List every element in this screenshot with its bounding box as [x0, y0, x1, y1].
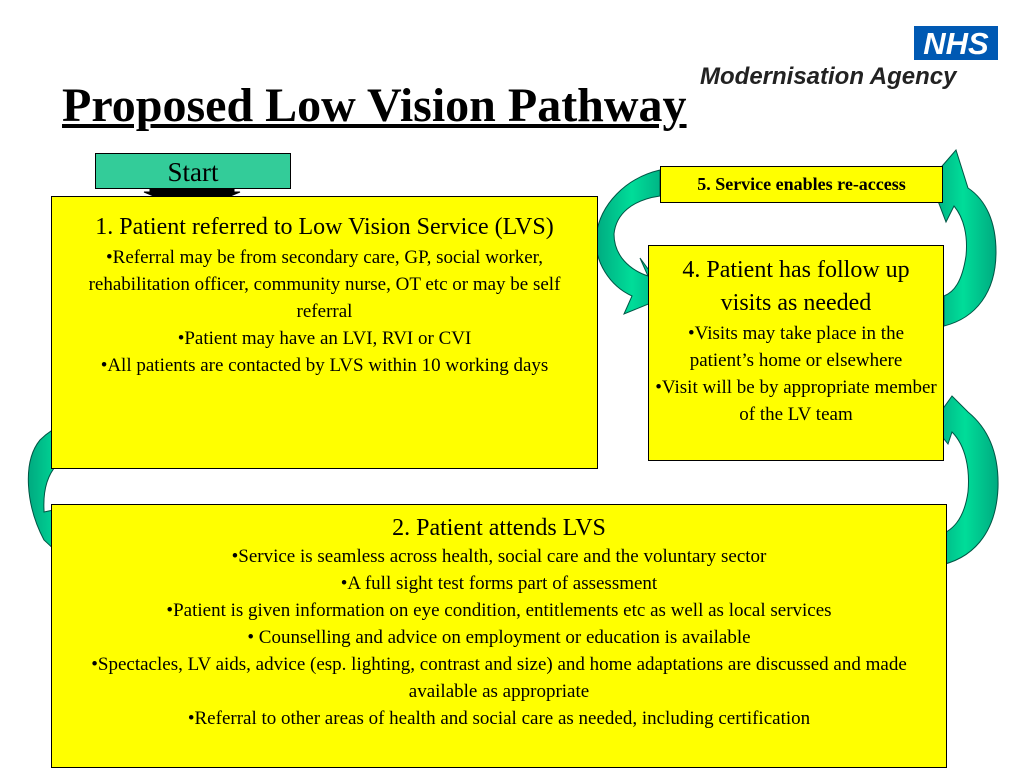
step-4-bullet: •Visit will be by appropriate member of … — [655, 377, 937, 425]
step-2-box: 2. Patient attends LVS •Service is seaml… — [51, 504, 947, 768]
step-4-bullet: •Visits may take place in the patient’s … — [687, 323, 905, 371]
step-2-bullet: • Counselling and advice on employment o… — [247, 627, 751, 648]
step-4-box: 4. Patient has follow up visits as neede… — [648, 245, 944, 461]
step-5-label: 5. Service enables re-access — [697, 174, 906, 194]
step-2-bullet: •Spectacles, LV aids, advice (esp. light… — [91, 654, 907, 702]
step-5-box: 5. Service enables re-access — [660, 166, 943, 203]
step-2-bullet: •Service is seamless across health, soci… — [231, 546, 767, 567]
step-1-heading: 1. Patient referred to Low Vision Servic… — [95, 214, 554, 240]
step-2-bullet: •Referral to other areas of health and s… — [187, 708, 811, 729]
step-2-heading: 2. Patient attends LVS — [392, 515, 606, 541]
step-1-bullet: •Referral may be from secondary care, GP… — [88, 247, 561, 322]
step-2-bullet: •A full sight test forms part of assessm… — [340, 573, 658, 594]
curved-arrow-2-to-4 — [931, 395, 999, 567]
start-box: Start — [95, 153, 291, 189]
nhs-logo-text: NHS — [923, 25, 989, 61]
step-2-bullet: •Patient is given information on eye con… — [166, 600, 832, 621]
step-1-box: 1. Patient referred to Low Vision Servic… — [51, 196, 598, 469]
step-1-bullet: •All patients are contacted by LVS withi… — [100, 355, 549, 376]
step-1-bullet: •Patient may have an LVI, RVI or CVI — [177, 328, 472, 349]
nhs-logo: NHS — [914, 26, 998, 60]
step-4-heading: 4. Patient has follow up visits as neede… — [682, 257, 910, 316]
curved-arrow-4-to-5 — [929, 148, 997, 327]
page-title: Proposed Low Vision Pathway — [62, 79, 687, 132]
start-label: Start — [167, 157, 219, 187]
agency-name: Modernisation Agency — [700, 63, 957, 90]
